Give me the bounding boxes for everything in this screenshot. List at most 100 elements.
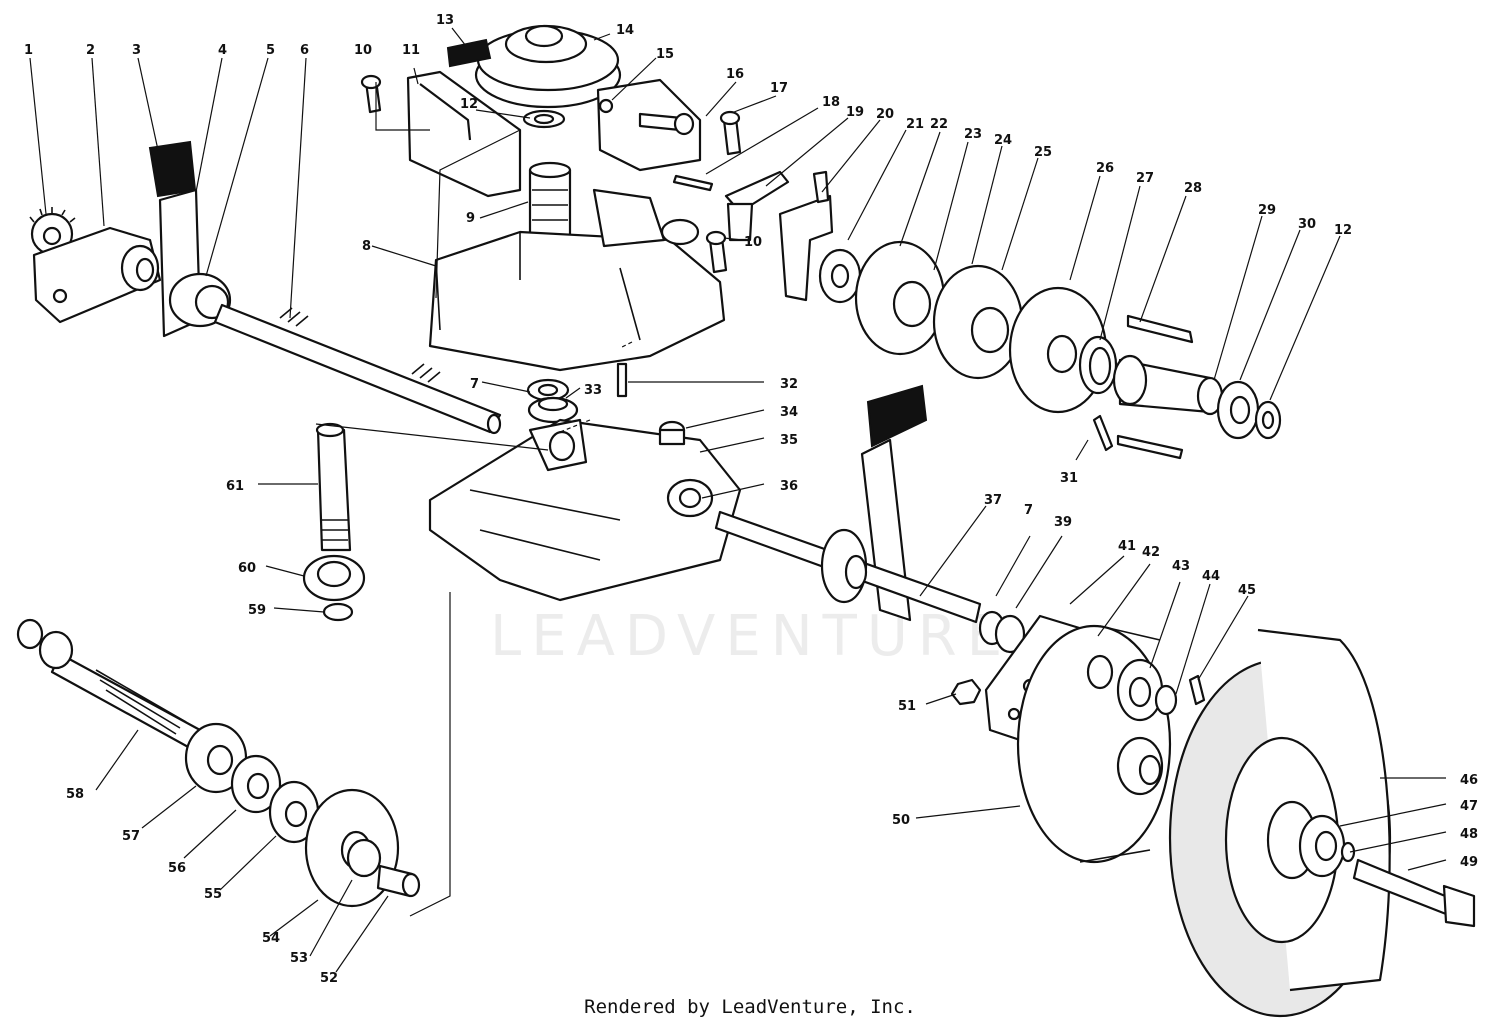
callout-14: 14	[616, 23, 634, 38]
part-bushing-52	[376, 864, 421, 898]
callout-9: 9	[466, 211, 475, 226]
part-shaft-6	[213, 303, 502, 435]
callout-35: 35	[780, 433, 798, 448]
callout-61: 61	[226, 479, 244, 494]
part-housing-bracket-2	[32, 226, 162, 324]
callout-58: 58	[66, 787, 84, 802]
part-gear-43-44	[1116, 658, 1178, 722]
footer-credit: Rendered by LeadVenture, Inc.	[584, 996, 916, 1018]
part-pinion-lower	[1116, 736, 1164, 796]
callout-48: 48	[1460, 827, 1478, 842]
callout-56: 56	[168, 861, 186, 876]
part-pin-31	[1092, 414, 1114, 452]
callout-4: 4	[218, 43, 227, 58]
part-belt-13	[446, 38, 492, 68]
callout-28: 28	[1184, 181, 1202, 196]
part-shaft-61	[315, 422, 352, 552]
callout-45: 45	[1238, 583, 1256, 598]
callout-29: 29	[1258, 203, 1276, 218]
callout-52: 52	[320, 971, 338, 986]
part-bearing-30	[1216, 380, 1260, 440]
callout-21: 21	[906, 117, 924, 132]
part-gear-56	[230, 754, 282, 814]
part-pin-45	[1188, 674, 1206, 706]
callout-6: 6	[300, 43, 309, 58]
callout-53: 53	[290, 951, 308, 966]
part-belt-3	[148, 140, 197, 198]
callout-54: 54	[262, 931, 280, 946]
callout-42: 42	[1142, 545, 1160, 560]
leader-lines	[29, 27, 1447, 973]
part-washer-22	[818, 248, 862, 304]
callout-19: 19	[846, 105, 864, 120]
part-clutch-23	[854, 240, 946, 356]
part-washer-12	[522, 109, 566, 129]
callout-50: 50	[892, 813, 910, 828]
part-clip-28	[1116, 314, 1194, 460]
callout-20: 20	[876, 107, 894, 122]
part-washer-12-right	[1254, 400, 1282, 440]
part-bolt-49	[1352, 858, 1476, 928]
part-pin-32	[616, 362, 628, 398]
callout-46: 46	[1460, 773, 1478, 788]
part-lower-housing-35	[428, 418, 742, 602]
part-gear-60	[302, 554, 366, 602]
callout-12-left: 12	[460, 97, 478, 112]
part-ring-27	[1078, 335, 1118, 395]
part-bolt-16	[638, 112, 695, 136]
callout-49: 49	[1460, 855, 1478, 870]
part-gear-57	[184, 722, 248, 794]
callout-32: 32	[780, 377, 798, 392]
part-pin-18	[672, 174, 714, 192]
callout-57: 57	[122, 829, 140, 844]
callout-30: 30	[1298, 217, 1316, 232]
part-bolt-17	[719, 110, 742, 156]
callout-44: 44	[1202, 569, 1220, 584]
callout-55: 55	[204, 887, 222, 902]
part-plug-34	[658, 420, 686, 446]
callout-10-top: 10	[354, 43, 372, 58]
part-plate-20-21	[778, 170, 834, 302]
callout-7-right: 7	[1024, 503, 1033, 518]
callout-22: 22	[930, 117, 948, 132]
callout-36: 36	[780, 479, 798, 494]
callout-51: 51	[898, 699, 916, 714]
part-lever-19	[724, 170, 790, 242]
part-lever-11	[406, 70, 522, 198]
callout-labels: 1 2 3 4 5 6 10 11 13 14 15 16 17 18 19 2…	[24, 13, 1478, 986]
part-gear-housing-8	[428, 188, 726, 372]
part-hub-29	[1112, 354, 1224, 416]
callout-16: 16	[726, 67, 744, 82]
callout-25: 25	[1034, 145, 1052, 160]
callout-2: 2	[86, 43, 95, 58]
part-washer-7-top	[526, 378, 570, 402]
part-gear-42	[1086, 654, 1114, 690]
callout-27: 27	[1136, 171, 1154, 186]
callout-11: 11	[402, 43, 420, 58]
part-pulley-14	[474, 24, 622, 109]
callout-37: 37	[984, 493, 1002, 508]
callout-59: 59	[248, 603, 266, 618]
part-gear-1	[29, 207, 76, 256]
callout-1: 1	[24, 43, 33, 58]
callout-18: 18	[822, 95, 840, 110]
callout-23: 23	[964, 127, 982, 142]
part-shaft-58	[16, 618, 202, 750]
part-ring-59	[322, 602, 354, 622]
callout-3: 3	[132, 43, 141, 58]
part-bolt-10-right	[705, 230, 728, 274]
part-washer-48	[1340, 841, 1356, 863]
part-bearing-47	[1298, 814, 1346, 878]
part-clutch-24	[932, 264, 1024, 380]
callout-47: 47	[1460, 799, 1478, 814]
part-washer-53	[346, 838, 382, 878]
callout-7-top: 7	[470, 377, 479, 392]
part-wheel-46	[1168, 628, 1392, 1018]
callout-8: 8	[362, 239, 371, 254]
callout-24: 24	[994, 133, 1012, 148]
callout-31: 31	[1060, 471, 1078, 486]
callout-33: 33	[584, 383, 602, 398]
part-bearing-39	[994, 614, 1026, 654]
callout-15: 15	[656, 47, 674, 62]
